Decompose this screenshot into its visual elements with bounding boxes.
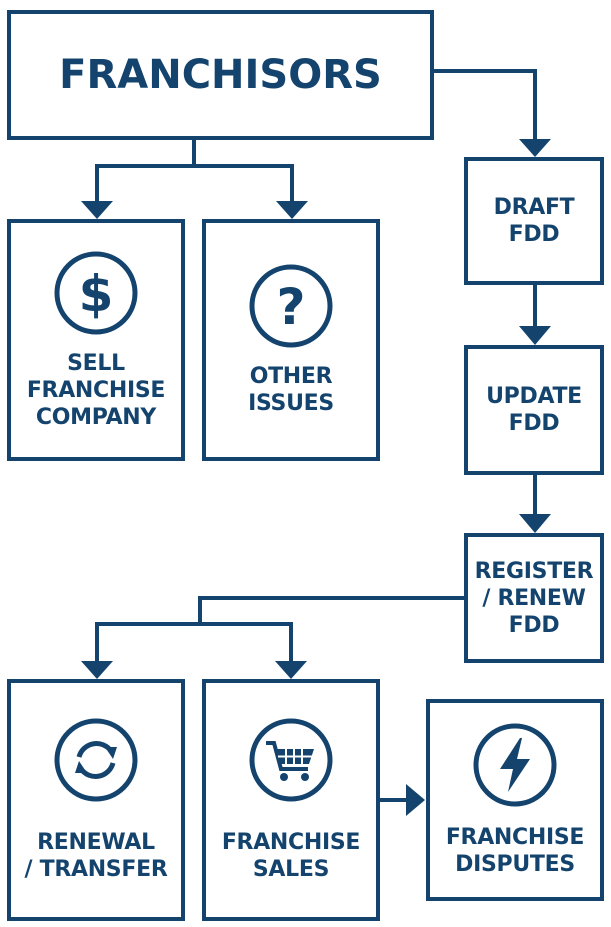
franchise-disputes-box: FRANCHISE DISPUTES [426,699,604,901]
renewal-label-line-1: RENEWAL [37,830,155,855]
sell-label-line-3: COMPANY [35,404,157,430]
other-label-line-1: OTHER [249,364,333,389]
arrowhead [519,139,551,157]
sales-label-line-2: SALES [252,857,330,882]
arrowhead [519,514,551,533]
arrowhead [275,661,307,679]
sell-label-line-2: FRANCHISE [26,377,166,403]
other-label-line-2: ISSUES [248,391,334,416]
update-label-line-1: UPDATE [486,384,582,409]
disputes-label-line-1: FRANCHISE [445,825,585,850]
draft-label-line-1: DRAFT [493,195,575,220]
arrowhead [81,661,113,679]
sell-label-line-1: SELL [67,350,125,376]
draft-label-line-2: FDD [508,222,560,247]
draft-fdd-box: DRAFT FDD [464,157,604,285]
question-icon: ? [249,264,333,348]
register-label-line-2: / RENEW [482,585,586,611]
update-label-line-2: FDD [508,411,560,436]
sell-franchise-company-box: $ SELL FRANCHISE COMPANY [7,219,185,461]
arrowhead [81,201,113,219]
register-label-line-3: FDD [508,612,560,638]
svg-text:?: ? [276,278,305,336]
renewal-label-line-2: / TRANSFER [24,857,168,882]
lightning-bolt-icon [473,723,557,807]
franchisors-title: FRANCHISORS [59,52,382,98]
arrowhead [276,201,308,219]
dollar-icon: $ [54,251,138,334]
renewal-transfer-box: RENEWAL / TRANSFER [7,679,185,921]
arrowhead [406,784,425,816]
refresh-icon [54,718,138,802]
register-label-line-1: REGISTER [474,558,594,584]
other-issues-box: ? OTHER ISSUES [202,219,380,461]
disputes-label-line-2: DISPUTES [455,852,575,877]
update-fdd-box: UPDATE FDD [464,345,604,475]
shopping-cart-icon [249,718,333,802]
arrowhead [519,326,551,345]
svg-text:$: $ [79,265,114,323]
franchisors-box: FRANCHISORS [7,10,434,140]
sales-label-line-1: FRANCHISE [221,830,361,855]
register-renew-fdd-box: REGISTER / RENEW FDD [464,533,604,663]
franchise-sales-box: FRANCHISE SALES [202,679,380,921]
